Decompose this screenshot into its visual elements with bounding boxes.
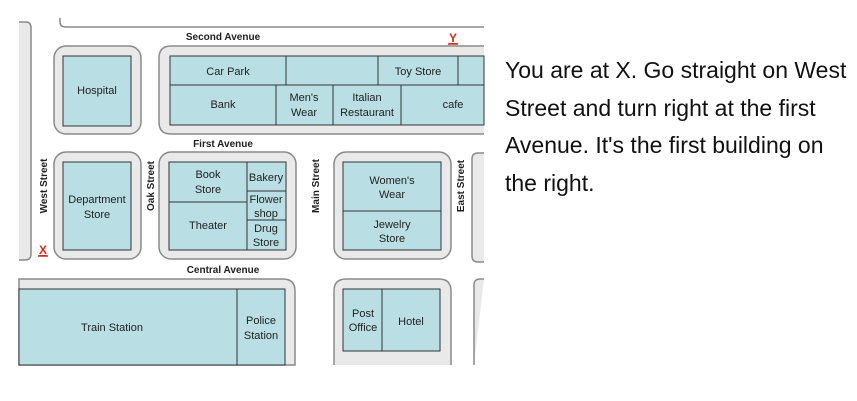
car-park: Car Park xyxy=(169,55,287,86)
svg-text:Store: Store xyxy=(84,209,110,221)
top-block-edge xyxy=(59,18,484,28)
svg-text:Train Station: Train Station xyxy=(81,322,143,334)
svg-text:Store: Store xyxy=(253,237,279,249)
svg-text:Department: Department xyxy=(68,194,125,206)
jewelry-store: Jewelry Store xyxy=(342,210,442,251)
svg-text:Police: Police xyxy=(246,315,276,327)
svg-text:Hospital: Hospital xyxy=(77,85,117,97)
unnamed-building-2 xyxy=(457,55,485,86)
destination-marker-y: Y xyxy=(449,31,457,45)
svg-text:Car Park: Car Park xyxy=(206,66,250,78)
flower-shop: Flower shop xyxy=(246,190,287,221)
svg-text:Toy Store: Toy Store xyxy=(395,66,441,78)
svg-text:Wear: Wear xyxy=(379,189,405,201)
start-marker-x: X xyxy=(39,243,47,257)
street-label-main-street: Main Street xyxy=(311,158,322,213)
svg-text:Restaurant: Restaurant xyxy=(340,107,394,119)
street-label-west-street: West Street xyxy=(39,158,50,214)
west-block-edge xyxy=(19,21,32,261)
italian-restaurant: Italian Restaurant xyxy=(332,84,402,126)
post-office: Post Office xyxy=(342,288,383,352)
svg-text:cafe: cafe xyxy=(443,99,464,111)
svg-text:Flower: Flower xyxy=(249,194,282,206)
svg-text:Drug: Drug xyxy=(254,223,278,235)
svg-text:Bakery: Bakery xyxy=(249,172,284,184)
street-label-oak-street: Oak Street xyxy=(146,160,157,211)
theater: Theater xyxy=(168,201,248,251)
directions-text: You are at X. Go straight on West Street… xyxy=(505,57,847,196)
svg-text:Bank: Bank xyxy=(210,99,236,111)
svg-text:Jewelry: Jewelry xyxy=(373,219,411,231)
svg-text:Store: Store xyxy=(379,233,405,245)
svg-text:Book: Book xyxy=(195,169,221,181)
svg-text:Office: Office xyxy=(349,322,378,334)
svg-text:Wear: Wear xyxy=(291,107,317,119)
street-label-east-street: East Street xyxy=(456,159,467,212)
book-store: Book Store xyxy=(168,161,248,203)
svg-text:shop: shop xyxy=(254,208,278,220)
svg-text:Post: Post xyxy=(352,308,374,320)
toy-store: Toy Store xyxy=(377,55,459,86)
city-map: Hospital Car Park Toy Store Bank Men's W… xyxy=(18,18,485,366)
unnamed-building xyxy=(285,55,379,86)
street-label-central-avenue: Central Avenue xyxy=(187,265,260,276)
hospital: Hospital xyxy=(62,55,132,127)
svg-text:Store: Store xyxy=(195,184,221,196)
street-label-second-avenue: Second Avenue xyxy=(186,32,261,43)
svg-text:Station: Station xyxy=(244,330,278,342)
department-store: Department Store xyxy=(62,161,132,251)
svg-text:Men's: Men's xyxy=(290,92,319,104)
street-label-first-avenue: First Avenue xyxy=(193,139,253,150)
drug-store: Drug Store xyxy=(246,219,287,251)
train-station: Train Station xyxy=(18,288,238,366)
police-station: Police Station xyxy=(236,288,286,366)
east-block-edge-1 xyxy=(471,152,484,263)
womens-wear: Women's Wear xyxy=(342,161,442,212)
svg-text:Italian: Italian xyxy=(352,92,381,104)
svg-text:Hotel: Hotel xyxy=(398,316,424,328)
svg-text:Women's: Women's xyxy=(369,175,415,187)
bakery: Bakery xyxy=(246,161,287,192)
hotel: Hotel xyxy=(381,288,441,352)
mens-wear: Men's Wear xyxy=(275,84,334,126)
bank: Bank xyxy=(169,84,277,126)
svg-text:Theater: Theater xyxy=(189,220,227,232)
cafe: cafe xyxy=(400,84,485,126)
east-block-edge-2 xyxy=(473,278,484,365)
